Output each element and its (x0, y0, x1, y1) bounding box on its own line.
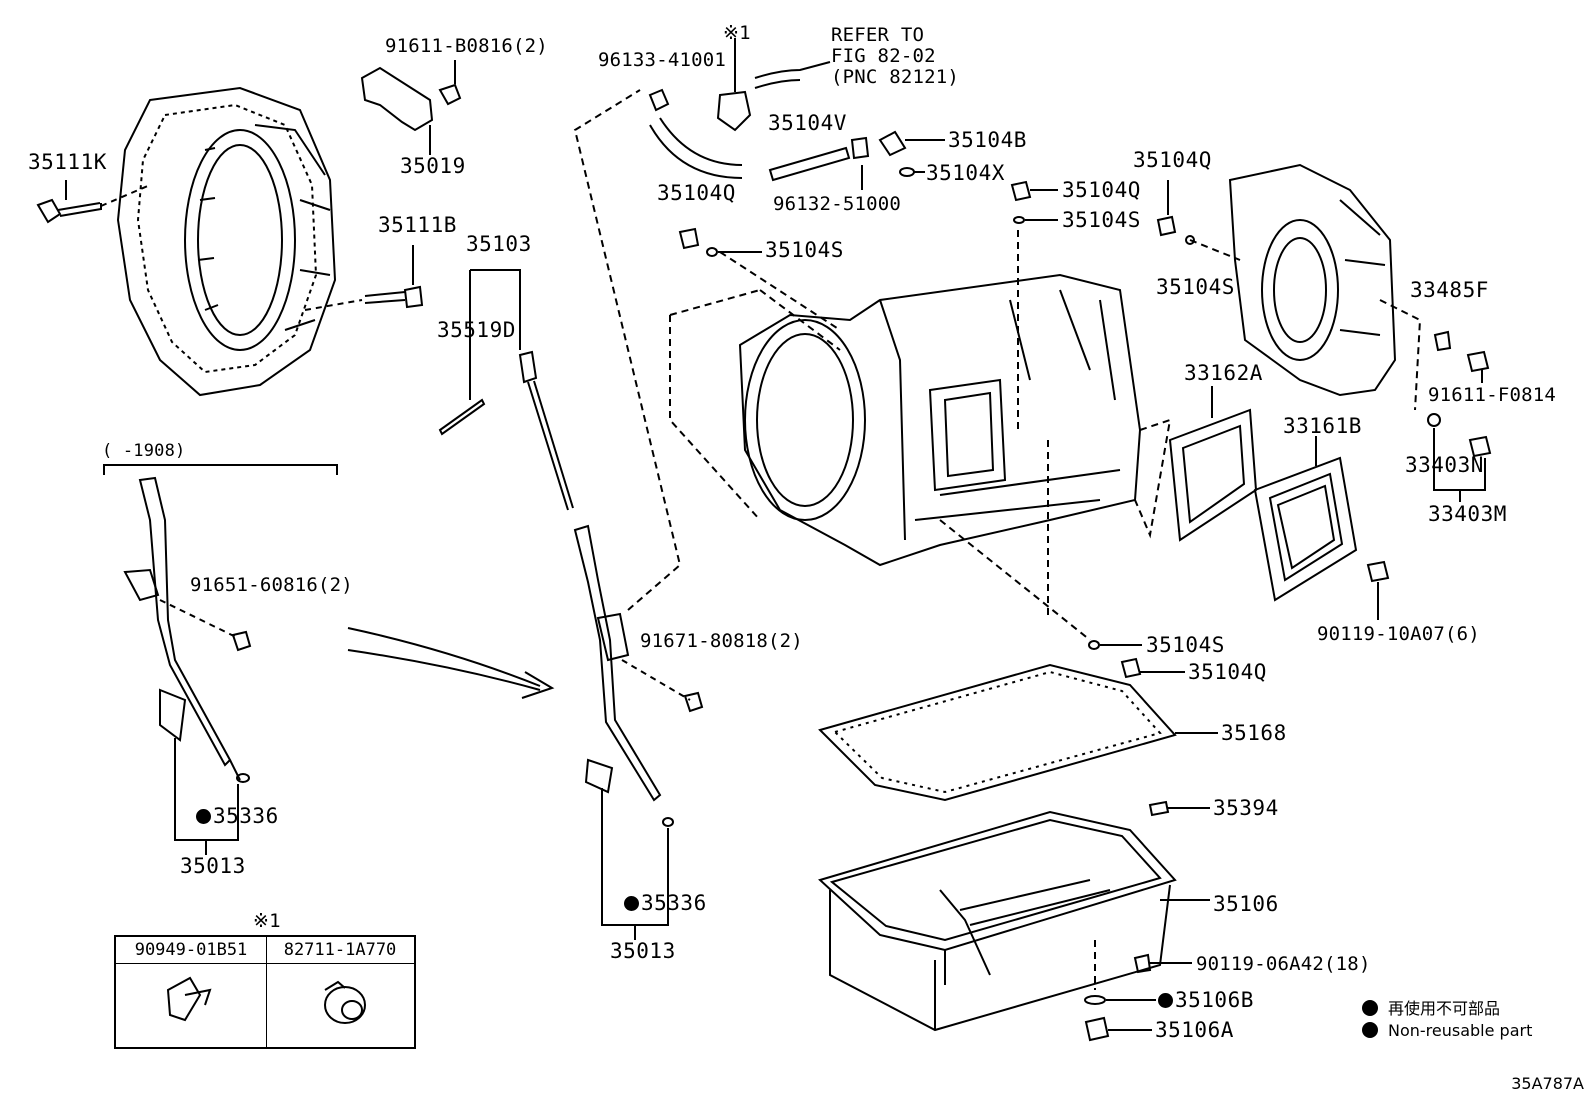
label-35104s-middle: 35104S (1062, 208, 1141, 232)
legend-english: Non-reusable part (1362, 1021, 1532, 1040)
gasket-33162a-drawing (1168, 386, 1258, 542)
label-35336-right: 35336 (624, 893, 707, 914)
bolt-90119-10a07-drawing (1366, 560, 1390, 620)
label-35104q-left: 35104Q (657, 181, 736, 205)
figure-code: 35A787A (1511, 1074, 1584, 1093)
label-96132-51000: 96132-51000 (773, 193, 902, 215)
label-35106a: 35106A (1155, 1018, 1234, 1042)
table-mark: ※1 (253, 910, 281, 932)
table-header-col1: 90949-01B51 (116, 937, 266, 964)
case-leader-lines (719, 230, 1241, 990)
label-35106: 35106 (1213, 892, 1279, 916)
dipstick-35103-drawing (438, 269, 574, 511)
bolt-35111b-drawing (304, 245, 424, 311)
label-96133-41001: 96133-41001 (598, 49, 727, 71)
non-reusable-dot (1158, 993, 1173, 1008)
extension-housing-drawing (1228, 163, 1422, 411)
bolt-90119-06a42-drawing (1133, 953, 1192, 974)
label-33403n: 33403N (1405, 453, 1484, 477)
label-90119-10a07: 90119-10A07(6) (1317, 623, 1480, 645)
label-35336-left: 35336 (196, 806, 279, 827)
refer-note-line3: (PNC 82121) (831, 66, 960, 88)
clip-82711-drawing (324, 980, 366, 1024)
refer-note-line1: REFER TO (831, 24, 925, 46)
label-35013-left: 35013 (180, 854, 246, 878)
label-35104x: 35104X (926, 161, 1005, 185)
label-35104s-lower: 35104S (1146, 633, 1225, 657)
legend-dot (1362, 1022, 1378, 1038)
oil-pan-gasket-drawing (818, 663, 1218, 802)
label-33161b: 33161B (1283, 414, 1362, 438)
bell-housing-drawing (116, 86, 337, 397)
label-33485f: 33485F (1410, 278, 1489, 302)
filler-tube-old-drawing (103, 464, 338, 855)
label-35104v: 35104V (768, 111, 847, 135)
bolt-35111k-drawing (36, 180, 151, 224)
filler-tube-new-drawing (573, 524, 704, 940)
bracket-35019-drawing (360, 60, 462, 155)
table-divider (266, 937, 267, 1047)
label-90119-06a42: 90119-06A42(18) (1196, 953, 1371, 975)
label-35013-right: 35013 (610, 939, 676, 963)
label-35168: 35168 (1221, 721, 1287, 745)
legend-japanese: 再使用不可部品 (1362, 995, 1500, 1019)
hose-route-line (573, 89, 682, 611)
label-91611-f0814: 91611-F0814 (1428, 384, 1557, 406)
gasket-33161b-drawing (1253, 436, 1358, 602)
magnet-35394-drawing (1148, 800, 1170, 817)
label-serial-range: ( -1908) (102, 441, 186, 461)
label-35104q-middle: 35104Q (1062, 178, 1141, 202)
label-35104b: 35104B (948, 128, 1027, 152)
label-35111b: 35111B (378, 213, 457, 237)
label-35111k: 35111K (28, 150, 107, 174)
label-33403m: 33403M (1428, 502, 1507, 526)
label-35104q-right: 35104Q (1133, 148, 1212, 172)
bolt-91611-f0814-drawing (1466, 350, 1490, 383)
clip-90949-drawing (166, 976, 212, 1022)
breather-hose-drawing (648, 38, 945, 190)
label-33162a: 33162A (1184, 361, 1263, 385)
mark-note: ※1 (723, 22, 751, 44)
non-reusable-dot (624, 896, 639, 911)
label-35104s-right: 35104S (1156, 275, 1235, 299)
drain-plug-drawing (1084, 995, 1156, 1042)
label-35019: 35019 (400, 154, 466, 178)
oil-pan-drawing (818, 810, 1210, 1032)
label-35394: 35394 (1213, 796, 1279, 820)
label-35106b: 35106B (1158, 990, 1254, 1011)
refer-note-line2: FIG 82-02 (831, 45, 936, 67)
arrow-drawing (347, 627, 555, 699)
label-35104s-left: 35104S (765, 238, 844, 262)
clip-parts-table: 90949-01B51 82711-1A770 (114, 935, 416, 1049)
label-91651-60816: 91651-60816(2) (190, 574, 353, 596)
label-91611-b0816: 91611-B0816(2) (385, 35, 548, 57)
plug-33403-drawing (1427, 413, 1492, 502)
part-33485f-drawing (1433, 330, 1452, 352)
label-35103: 35103 (466, 232, 532, 256)
non-reusable-dot (196, 809, 211, 824)
label-91671-80818: 91671-80818(2) (640, 630, 803, 652)
label-35104q-lower: 35104Q (1188, 660, 1267, 684)
legend-dot (1362, 1000, 1378, 1016)
transmission-case-drawing (669, 273, 1172, 567)
label-35519d: 35519D (437, 318, 516, 342)
plugs-seals-drawing (678, 180, 1195, 679)
table-header-col2: 82711-1A770 (266, 937, 414, 964)
